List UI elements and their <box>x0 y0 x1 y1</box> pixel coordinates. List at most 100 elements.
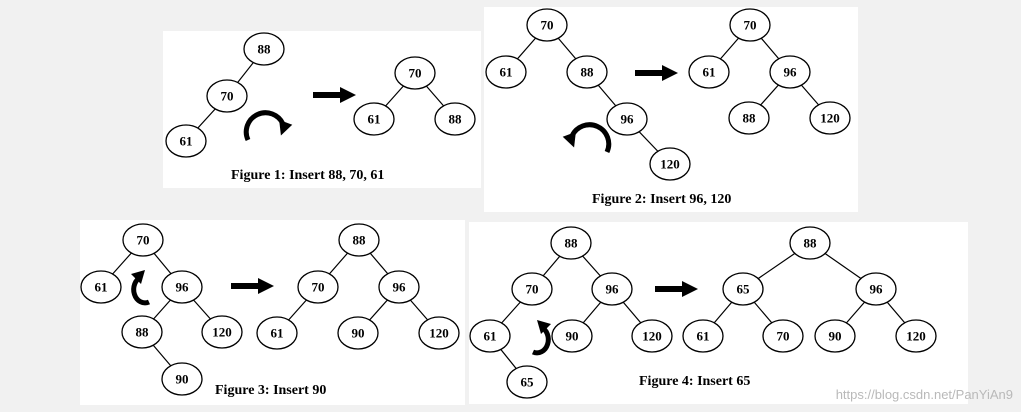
tree-node: 70 <box>762 319 804 353</box>
node-label: 61 <box>697 329 710 344</box>
tree-node: 61 <box>353 102 395 136</box>
tree-node: 70 <box>511 272 553 306</box>
node-label: 88 <box>743 111 757 126</box>
node-label: 70 <box>221 89 234 104</box>
figure-2-panel: 70 61 88 96 120 70 61 96 88 120 Figure 2… <box>484 7 858 212</box>
node-label: 88 <box>565 236 579 251</box>
rotate-counterclockwise-icon <box>131 270 151 306</box>
node-label: 70 <box>526 282 539 297</box>
tree-node: 120 <box>631 319 673 353</box>
tree-node: 90 <box>814 319 856 353</box>
node-label: 96 <box>393 280 407 295</box>
tree-node: 70 <box>297 270 339 304</box>
rotate-counterclockwise-icon <box>562 122 612 154</box>
tree-node: 61 <box>256 316 298 350</box>
figure-caption: Figure 3: Insert 90 <box>215 383 327 398</box>
node-label: 90 <box>176 372 189 387</box>
node-label: 65 <box>521 375 535 390</box>
node-label: 90 <box>566 329 579 344</box>
node-label: 88 <box>581 65 595 80</box>
node-label: 61 <box>368 112 381 127</box>
tree-node: 120 <box>201 315 243 349</box>
node-label: 88 <box>258 42 272 57</box>
node-label: 65 <box>737 282 751 297</box>
tree-node: 70 <box>206 79 248 113</box>
rotate-clockwise-icon <box>243 110 293 142</box>
node-label: 120 <box>906 329 926 344</box>
tree-node: 61 <box>485 55 527 89</box>
node-label: 88 <box>136 325 150 340</box>
node-label: 61 <box>95 280 108 295</box>
node-label: 70 <box>541 18 554 33</box>
tree-node: 88 <box>434 102 476 136</box>
tree-node: 61 <box>682 319 724 353</box>
tree-node: 88 <box>566 55 608 89</box>
figure-caption: Figure 4: Insert 65 <box>639 374 751 389</box>
node-label: 88 <box>804 236 818 251</box>
figure-3-diagram: 70 61 96 88 120 90 88 70 96 61 90 120 <box>80 223 460 396</box>
tree-node: 88 <box>789 226 831 260</box>
figure-4-diagram: 88 70 96 61 90 120 65 88 65 96 61 70 90 … <box>469 226 937 399</box>
node-label: 70 <box>744 18 757 33</box>
node-label: 61 <box>484 329 497 344</box>
tree-node: 88 <box>550 226 592 260</box>
tree-node: 90 <box>337 316 379 350</box>
node-label: 120 <box>660 157 680 172</box>
rotate-clockwise-icon <box>531 320 551 356</box>
node-label: 96 <box>784 65 798 80</box>
tree-node: 120 <box>418 316 460 350</box>
tree-node: 90 <box>551 319 593 353</box>
tree-node: 70 <box>729 8 771 42</box>
node-label: 70 <box>137 233 150 248</box>
tree-node: 61 <box>688 55 730 89</box>
node-label: 61 <box>703 65 716 80</box>
tree-node: 96 <box>855 272 897 306</box>
right-arrow-icon <box>655 281 698 297</box>
figure-caption: Figure 1: Insert 88, 70, 61 <box>231 168 385 183</box>
tree-node: 88 <box>243 32 285 66</box>
node-label: 88 <box>353 233 367 248</box>
tree-node: 61 <box>165 124 207 158</box>
node-label: 90 <box>829 329 842 344</box>
tree-node: 65 <box>722 272 764 306</box>
node-label: 120 <box>212 325 232 340</box>
figure-2-diagram: 70 61 88 96 120 70 61 96 88 120 <box>485 8 851 181</box>
tree-node: 96 <box>378 270 420 304</box>
node-label: 70 <box>409 66 422 81</box>
node-label: 120 <box>820 111 840 126</box>
node-label: 61 <box>271 326 284 341</box>
figure-1-panel: 88 70 61 70 61 88 Figure 1: Insert 88, 7… <box>163 31 481 188</box>
node-label: 61 <box>180 134 193 149</box>
figure-1-diagram: 88 70 61 70 61 88 <box>165 32 476 158</box>
node-label: 96 <box>870 282 884 297</box>
right-arrow-icon <box>231 278 274 294</box>
tree-node: 96 <box>591 272 633 306</box>
watermark-url: https://blog.csdn.net/PanYiAn9 <box>835 387 1013 402</box>
tree-node: 90 <box>161 362 203 396</box>
node-label: 61 <box>500 65 513 80</box>
node-label: 88 <box>449 112 463 127</box>
figure-4-panel: 88 70 96 61 90 120 65 88 65 96 61 70 90 … <box>469 222 968 404</box>
node-label: 120 <box>642 329 662 344</box>
right-arrow-icon <box>635 65 678 81</box>
node-label: 70 <box>777 329 790 344</box>
figure-caption: Figure 2: Insert 96, 120 <box>592 192 732 207</box>
tree-node: 70 <box>122 223 164 257</box>
tree-node: 70 <box>394 56 436 90</box>
tree-node: 96 <box>606 102 648 136</box>
tree-node: 88 <box>121 315 163 349</box>
tree-node: 120 <box>649 147 691 181</box>
tree-node: 120 <box>895 319 937 353</box>
tree-node: 61 <box>80 270 122 304</box>
node-label: 96 <box>606 282 620 297</box>
right-arrow-icon <box>313 87 356 103</box>
tree-node: 120 <box>809 101 851 135</box>
node-label: 96 <box>621 112 635 127</box>
node-label: 90 <box>352 326 365 341</box>
tree-node: 88 <box>728 101 770 135</box>
node-label: 70 <box>312 280 325 295</box>
tree-node: 70 <box>526 8 568 42</box>
tree-node: 96 <box>161 270 203 304</box>
tree-node: 65 <box>506 365 548 399</box>
tree-node: 61 <box>469 319 511 353</box>
